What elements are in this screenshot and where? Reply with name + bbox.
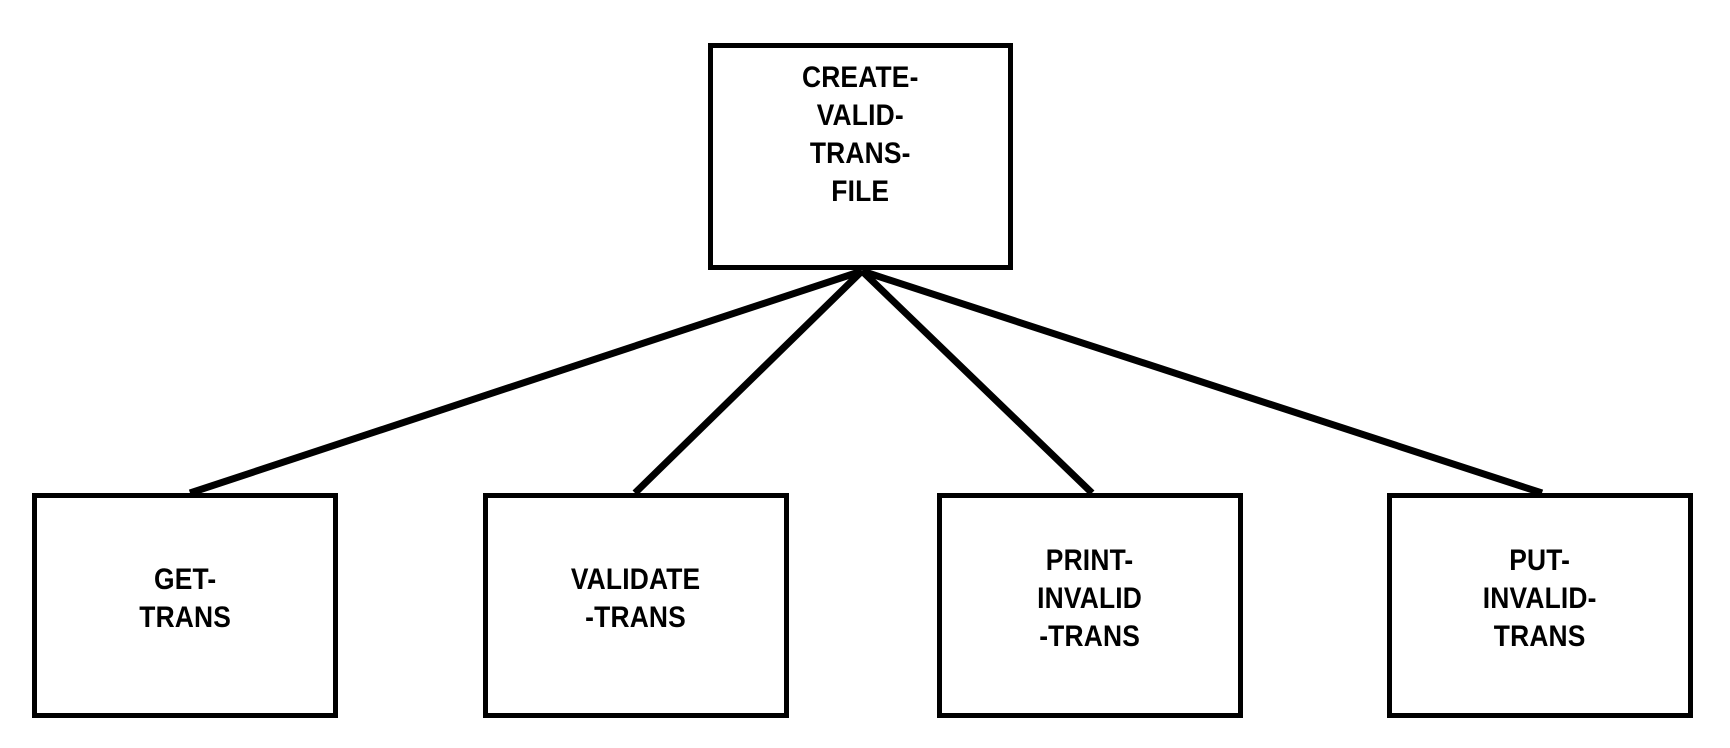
node-label-validate-trans: VALIDATE -TRANS bbox=[571, 562, 701, 634]
node-print-invalid-trans[interactable]: PRINT- INVALID -TRANS bbox=[937, 493, 1243, 718]
node-label-create-valid-trans-file: CREATE- VALID- TRANS- FILE bbox=[802, 61, 919, 208]
connector-root-to-print-invalid-trans bbox=[859, 268, 1095, 496]
node-label-print-invalid-trans: PRINT- INVALID -TRANS bbox=[1037, 543, 1143, 653]
node-create-valid-trans-file[interactable]: CREATE- VALID- TRANS- FILE bbox=[708, 43, 1013, 270]
connector-root-to-validate-trans bbox=[632, 268, 865, 496]
connector-root-to-put-invalid-trans bbox=[860, 267, 1544, 497]
connector-root-to-get-trans bbox=[188, 267, 864, 497]
node-label-put-invalid-trans: PUT- INVALID- TRANS bbox=[1483, 543, 1597, 653]
node-validate-trans[interactable]: VALIDATE -TRANS bbox=[483, 493, 789, 718]
node-put-invalid-trans[interactable]: PUT- INVALID- TRANS bbox=[1387, 493, 1693, 718]
node-get-trans[interactable]: GET- TRANS bbox=[32, 493, 338, 718]
node-label-get-trans: GET- TRANS bbox=[139, 562, 231, 634]
